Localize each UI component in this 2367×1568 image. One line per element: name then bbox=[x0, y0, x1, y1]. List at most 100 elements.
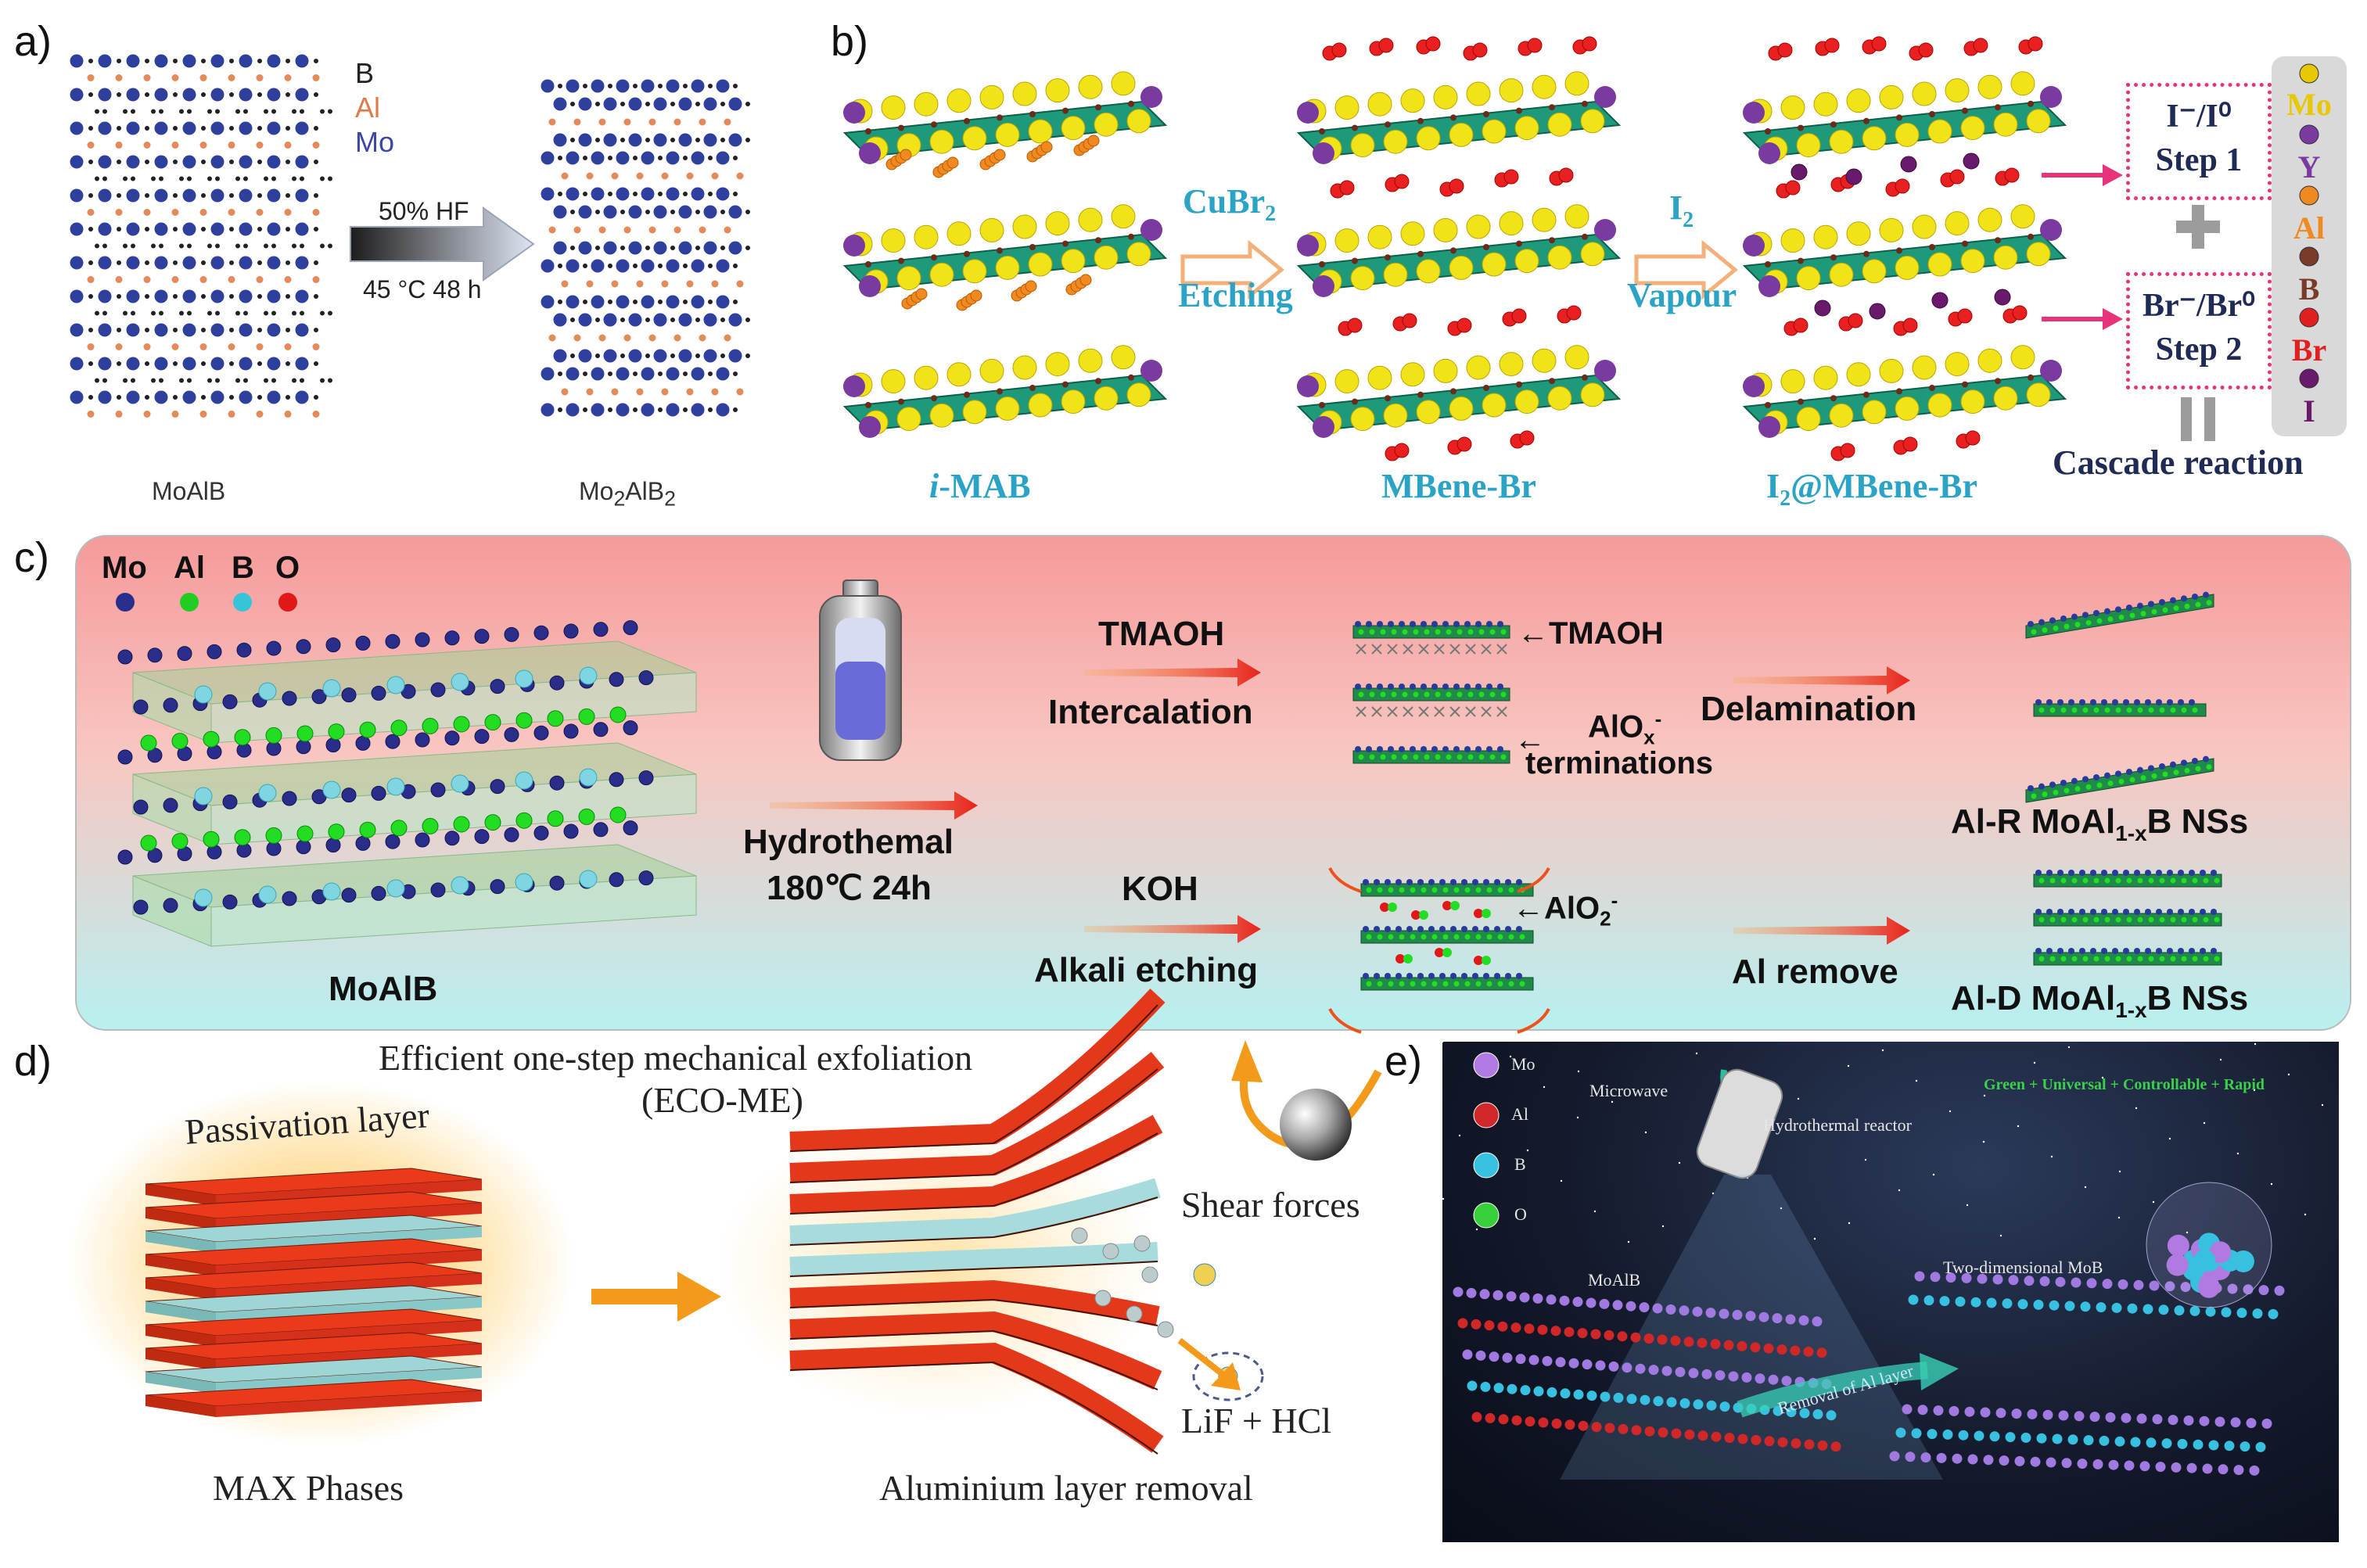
cap3-suffix: @MBene-Br bbox=[1791, 467, 1977, 505]
alr-suffix: B NSs bbox=[2146, 802, 2249, 841]
moalb-e-label: MoAlB bbox=[1588, 1270, 1641, 1290]
legend-al: Al bbox=[1511, 1104, 1528, 1124]
caption-mo: Mo bbox=[579, 477, 614, 505]
legend-mo: Mo bbox=[355, 126, 395, 158]
legend-c-dots bbox=[116, 593, 297, 612]
i2: I bbox=[1669, 188, 1683, 227]
vapour-reagent: I2 bbox=[1669, 188, 1694, 233]
alox-sup: - bbox=[1654, 707, 1662, 730]
hf-arrow bbox=[350, 206, 535, 282]
panel-e-label: e) bbox=[1385, 1038, 1423, 1085]
etching-arrow bbox=[1180, 239, 1284, 300]
lif-hcl-label: LiF + HCl bbox=[1181, 1401, 1332, 1441]
eco-me-title-line2: (ECO-ME) bbox=[641, 1080, 803, 1120]
ald-sub: 1-x bbox=[2115, 997, 2147, 1022]
koh-arrow bbox=[1084, 915, 1261, 943]
i-prefix: i bbox=[929, 467, 939, 505]
step2-line1: Br⁻/Br⁰ bbox=[2143, 288, 2255, 324]
i2-mbene-br-caption: I2@MBene-Br bbox=[1766, 466, 1977, 511]
moalb-caption: MoAlB bbox=[152, 477, 226, 505]
ald-suffix: B NSs bbox=[2146, 979, 2249, 1017]
mo2alb2-lattice bbox=[541, 79, 750, 417]
alox-sub: x bbox=[1643, 725, 1655, 749]
alo2-sup: - bbox=[1611, 888, 1618, 912]
arrow-bottom-label: 45 °C 48 h bbox=[363, 275, 482, 303]
alr-sub: 1-x bbox=[2115, 820, 2147, 845]
al-d-label: Al-D MoAl1-xB NSs bbox=[1951, 979, 2248, 1023]
mab-suffix: -MAB bbox=[939, 467, 1031, 505]
reactor-label: Hydrothermal reactor bbox=[1763, 1115, 1912, 1135]
max-phase-stack bbox=[145, 1168, 483, 1417]
panel-e-background: Mo Al B O Microwave Hydrothermal reactor… bbox=[1441, 1040, 2339, 1542]
step1-box: I⁻/I⁰ Step 1 bbox=[2126, 83, 2272, 200]
legend-o: O bbox=[1514, 1204, 1527, 1224]
two-d-mob-label: Two-dimensional MoB bbox=[1943, 1258, 2103, 1277]
tmaoh-pointer: ←TMAOH bbox=[1518, 616, 1664, 651]
hydrothermal-line1: Hydrothemal bbox=[743, 823, 954, 861]
tmaoh-arrow bbox=[1084, 658, 1261, 687]
panel-b-label: b) bbox=[831, 18, 869, 65]
lif-arrow bbox=[1177, 1337, 1241, 1390]
terminations-label: terminations bbox=[1525, 746, 1714, 780]
panel-e-artwork bbox=[1441, 1040, 2324, 1480]
cap3-sub: 2 bbox=[1780, 486, 1791, 511]
al-r-label: Al-R MoAl1-xB NSs bbox=[1951, 802, 2248, 846]
intercalated-stack bbox=[1352, 621, 1510, 764]
legend-i: I bbox=[2303, 393, 2315, 429]
panel-c-legend: Mo Al B O bbox=[102, 551, 336, 621]
hydrothermal-arrow bbox=[770, 791, 978, 820]
moalb-label: MoAlB bbox=[329, 970, 438, 1008]
alox-main: AlO bbox=[1588, 709, 1644, 745]
moalb-crystal-block bbox=[117, 620, 697, 947]
mbene-br-caption: MBene-Br bbox=[1381, 467, 1536, 505]
legend-al: Al bbox=[2293, 210, 2325, 246]
panel-d-label: d) bbox=[14, 1038, 52, 1085]
legend-mo: Mo bbox=[102, 551, 147, 585]
step2-box: Br⁻/Br⁰ Step 2 bbox=[2126, 272, 2272, 389]
alr-main: Al-R MoAl bbox=[1951, 802, 2116, 841]
alkali-label: Alkali etching bbox=[1034, 951, 1259, 989]
terminations-pointer: ← bbox=[1514, 723, 1546, 757]
intercalation-label: Intercalation bbox=[1048, 693, 1253, 731]
max-phases-label: MAX Phases bbox=[213, 1468, 404, 1508]
legend-o: O bbox=[275, 551, 300, 585]
panel-a-legend: B Al Mo bbox=[355, 56, 394, 160]
eco-me-title-line1: Efficient one-step mechanical exfoliatio… bbox=[379, 1038, 973, 1078]
caption-alb: AlB bbox=[625, 477, 665, 505]
tmaoh-label: TMAOH bbox=[1098, 615, 1225, 653]
vapour-arrow bbox=[1634, 239, 1738, 300]
slogan-label: Green + Universal + Controllable + Rapid bbox=[1984, 1076, 2265, 1093]
etching-reagent: CuBr2 bbox=[1183, 181, 1276, 227]
caption-sub1: 2 bbox=[613, 486, 626, 511]
alkali-etched-stack bbox=[1328, 867, 1550, 1034]
legend-al: Al bbox=[355, 91, 381, 124]
i-mab-caption: i-MAB bbox=[929, 466, 1031, 506]
i2-mbene-br-structure bbox=[1742, 36, 2067, 461]
legend-b: B bbox=[232, 551, 254, 585]
alo2-sub: 2 bbox=[1600, 906, 1611, 931]
al-r-nanosheets bbox=[2025, 591, 2214, 803]
ald-main: Al-D MoAl bbox=[1951, 979, 2116, 1017]
al-remove-arrow bbox=[1733, 917, 1910, 945]
delamination-arrow bbox=[1733, 666, 1910, 694]
mo2alb2-caption: Mo2AlB2 bbox=[579, 477, 676, 511]
step-pointers bbox=[2042, 164, 2123, 330]
alo2-label: ←AlO2- bbox=[1513, 888, 1618, 931]
legend-b: B bbox=[1514, 1154, 1526, 1174]
legend-mo: Mo bbox=[2286, 87, 2332, 122]
alo2-main: ←AlO bbox=[1513, 891, 1600, 926]
cap3-i: I bbox=[1766, 467, 1780, 505]
etching-label: Etching bbox=[1178, 276, 1293, 314]
legend-mo: Mo bbox=[1511, 1054, 1535, 1074]
panel-c-label: c) bbox=[14, 534, 49, 581]
hydrothermal-line2: 180℃ 24h bbox=[767, 869, 932, 907]
step1-line1: I⁻/I⁰ bbox=[2166, 99, 2232, 135]
exfoliation-arrow bbox=[591, 1272, 721, 1322]
delamination-label: Delamination bbox=[1701, 690, 1917, 728]
alox-label: AlOx- bbox=[1588, 707, 1661, 749]
cascade-label: Cascade reaction bbox=[2053, 443, 2304, 482]
al-remove-label: Al remove bbox=[1732, 953, 1898, 991]
cubr-sub: 2 bbox=[1265, 201, 1277, 226]
caption-sub2: 2 bbox=[664, 486, 676, 511]
al-layer-removal-label: Aluminium layer removal bbox=[879, 1468, 1253, 1508]
